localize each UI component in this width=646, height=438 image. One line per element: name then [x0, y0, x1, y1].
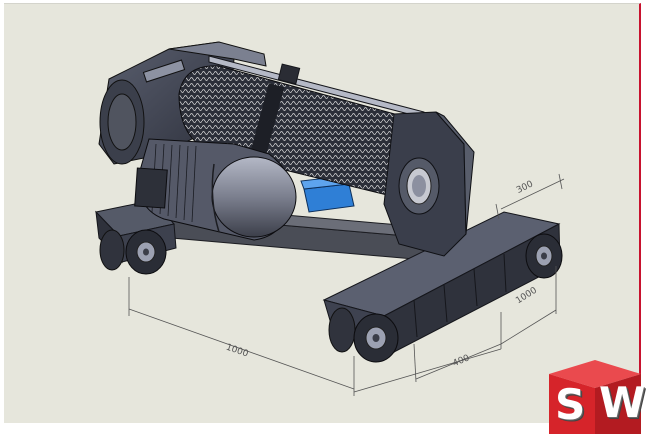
right-carriage-ribs [413, 253, 507, 338]
electric-motor [134, 138, 297, 241]
right-support-plate [383, 111, 475, 257]
winch-model-view[interactable]: 1000 300 1000 400 [4, 4, 641, 424]
graphics-viewport[interactable]: 1000 300 1000 400 [4, 3, 641, 423]
dimension-length-2: 1000 [514, 286, 539, 307]
dimension-width-bottom: 400 [451, 353, 471, 369]
solidworks-logo: S W [545, 356, 646, 434]
logo-cube-icon [549, 360, 641, 434]
dimension-width-top: 300 [515, 179, 535, 196]
logo-letter-s: S [555, 380, 586, 429]
right-end-carriage [322, 211, 563, 363]
logo-letter-w: W [599, 378, 646, 427]
dimension-annotations [128, 173, 565, 396]
dimension-length-1: 1000 [224, 343, 249, 360]
